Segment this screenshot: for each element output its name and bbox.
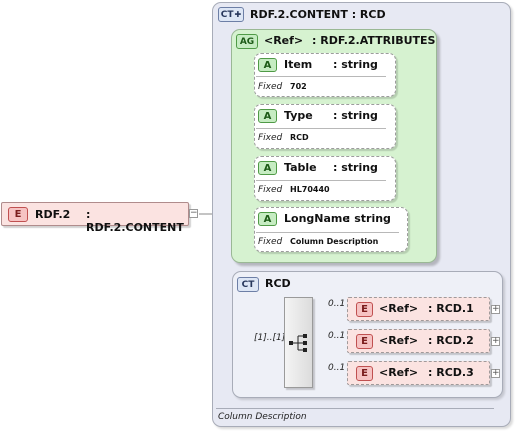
attribute-badge: A (258, 161, 277, 175)
attribute-badge: A (258, 212, 277, 226)
element-badge: E (356, 366, 373, 381)
attribute-name: Type (284, 109, 313, 122)
sequence-icon (289, 334, 307, 352)
fixed-value: HL70440 (290, 185, 330, 194)
complex-type-title: RDF.2.CONTENT : RCD (250, 8, 386, 21)
attribute-name: Table (284, 161, 317, 174)
attribute-divider (256, 232, 399, 233)
fixed-label: Fixed (258, 185, 283, 195)
element-badge: E (356, 334, 373, 349)
fixed-value: RCD (290, 133, 309, 142)
element-multiplicity: 0..1 (328, 299, 346, 309)
sequence-compositor[interactable] (284, 297, 313, 388)
attribute-name: LongName (284, 212, 350, 225)
element-ref: <Ref> (379, 302, 419, 315)
element-badge: E (356, 302, 373, 317)
element-ref: <Ref> (379, 334, 419, 347)
attribute-name: Item (284, 58, 313, 71)
base-type-name: RCD (265, 277, 291, 290)
root-element-rdf2[interactable]: E RDF.2 : RDF.2.CONTENT (1, 202, 189, 234)
fixed-label: Fixed (258, 82, 283, 92)
attribute-table[interactable] (254, 156, 396, 201)
attribute-divider (256, 128, 386, 129)
element-type: : RCD.3 (428, 366, 474, 379)
attribute-group-badge: AG (236, 34, 258, 49)
attribute-group-type: : RDF.2.ATTRIBUTES (312, 34, 436, 47)
element-ref: <Ref> (379, 366, 419, 379)
attribute-type: : string (333, 161, 378, 174)
fixed-label: Fixed (258, 237, 283, 247)
element-badge: E (8, 207, 28, 222)
root-element-collapse-toggle[interactable]: − (189, 208, 198, 218)
attribute-type-attr[interactable] (254, 104, 396, 149)
annotation-text: Column Description (218, 412, 307, 422)
expand-toggle[interactable]: + (491, 304, 500, 314)
expand-toggle[interactable]: + (491, 336, 500, 346)
attribute-item[interactable] (254, 53, 396, 97)
complex-type-badge: CT✚ (218, 7, 244, 22)
root-element-name: RDF.2 (35, 208, 71, 221)
sequence-multiplicity: [1]..[1] (254, 333, 286, 343)
attribute-longname[interactable] (254, 207, 408, 252)
extension-icon: ✚ (234, 10, 242, 19)
attribute-divider (256, 180, 386, 181)
fixed-value: 702 (290, 82, 307, 91)
root-element-type: : RDF.2.CONTENT (86, 208, 184, 234)
attribute-type: : string (333, 58, 378, 71)
element-type: : RCD.1 (428, 302, 474, 315)
attribute-type: : string (333, 109, 378, 122)
annotation-divider (216, 408, 494, 409)
attribute-type: : string (346, 212, 391, 225)
fixed-label: Fixed (258, 133, 283, 143)
attribute-divider (256, 76, 386, 77)
attribute-badge: A (258, 109, 277, 123)
element-multiplicity: 0..1 (328, 331, 346, 341)
attribute-badge: A (258, 58, 277, 72)
attribute-group-ref: <Ref> (264, 34, 304, 47)
base-type-badge: CT (237, 277, 259, 292)
element-multiplicity: 0..1 (328, 363, 346, 373)
element-type: : RCD.2 (428, 334, 474, 347)
expand-toggle[interactable]: + (491, 368, 500, 378)
fixed-value: Column Description (290, 237, 379, 246)
